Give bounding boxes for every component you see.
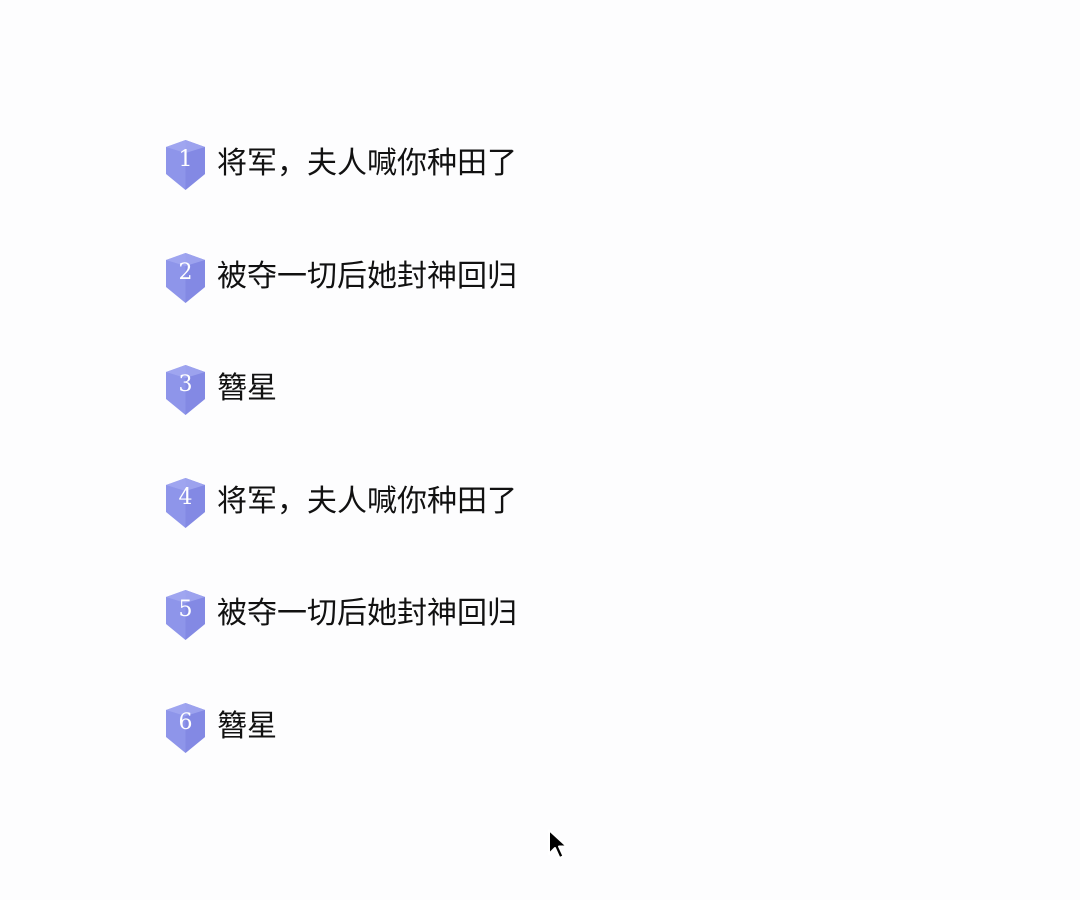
rank-number: 4 bbox=[178, 484, 193, 510]
item-title[interactable]: 簪星 bbox=[217, 371, 277, 406]
list-item[interactable]: 4 将军，夫人喊你种田了 bbox=[164, 476, 784, 589]
list-item[interactable]: 1 将军，夫人喊你种田了 bbox=[164, 138, 784, 251]
rank-list: 1 将军，夫人喊你种田了 2 被夺一切后她封神回归 3 簪星 bbox=[164, 138, 784, 813]
shield-shape bbox=[166, 702, 205, 753]
mouse-pointer-icon bbox=[548, 829, 568, 859]
list-item[interactable]: 5 被夺一切后她封神回归 bbox=[164, 588, 784, 701]
rank-number: 5 bbox=[178, 597, 193, 622]
shield-icon: 2 bbox=[164, 251, 207, 305]
rank-number: 1 bbox=[178, 147, 193, 172]
item-title[interactable]: 被夺一切后她封神回归 bbox=[217, 258, 517, 294]
shield-icon: 1 bbox=[164, 138, 207, 192]
shield-shape bbox=[166, 477, 205, 528]
shield-icon: 4 bbox=[164, 476, 207, 530]
item-title[interactable]: 将军，夫人喊你种田了 bbox=[217, 146, 517, 181]
rank-number: 6 bbox=[178, 709, 193, 735]
rank-number: 2 bbox=[178, 259, 193, 285]
shield-icon: 3 bbox=[164, 363, 207, 417]
shield-shape bbox=[166, 140, 205, 190]
shield-shape bbox=[166, 252, 205, 303]
list-item[interactable]: 3 簪星 bbox=[164, 363, 784, 476]
rank-number: 3 bbox=[178, 372, 193, 397]
list-item[interactable]: 6 簪星 bbox=[164, 701, 784, 814]
shield-icon: 5 bbox=[164, 588, 207, 642]
item-title[interactable]: 簪星 bbox=[217, 708, 277, 744]
shield-shape bbox=[166, 590, 205, 640]
list-item[interactable]: 2 被夺一切后她封神回归 bbox=[164, 251, 784, 364]
shield-icon: 6 bbox=[164, 701, 207, 755]
shield-shape bbox=[166, 365, 205, 415]
item-title[interactable]: 将军，夫人喊你种田了 bbox=[217, 483, 517, 519]
item-title[interactable]: 被夺一切后她封神回归 bbox=[217, 596, 517, 631]
